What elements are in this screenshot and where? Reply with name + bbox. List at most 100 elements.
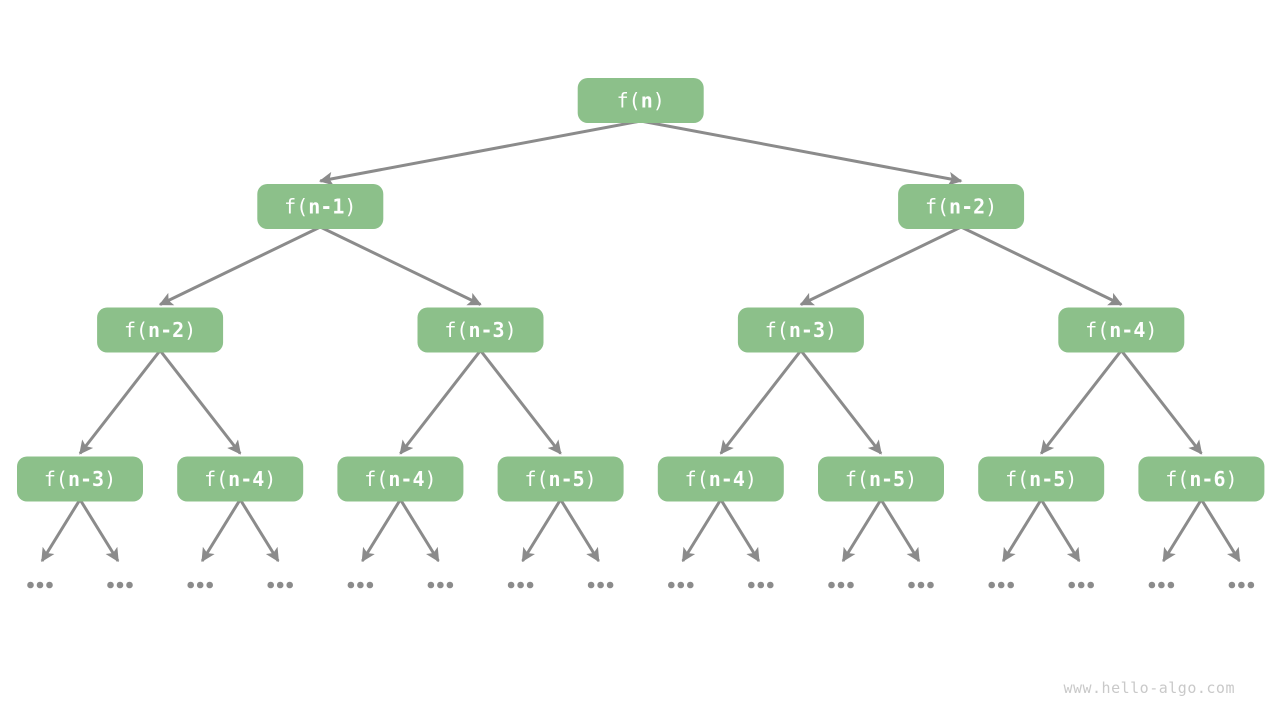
tree-nodes: f(n) f(n-1) f(n-2) f(n-2) f(n-3) f(n-3) f(n-4)… (17, 78, 1265, 502)
ellipsis-dot (917, 581, 925, 589)
tree-node-label: f(n-5) (1005, 467, 1077, 491)
ellipsis (587, 581, 614, 589)
ellipsis-dot (267, 581, 275, 589)
ellipsis (988, 581, 1014, 589)
ellipsis-dot (1077, 581, 1085, 589)
ellipsis-dot (927, 581, 934, 589)
ellipsis-dot (446, 581, 454, 589)
tree-node: f(n-2) (97, 307, 224, 353)
tree-node: f(n-5) (978, 456, 1105, 502)
tree-edge (841, 498, 883, 563)
tree-node-box (1138, 456, 1265, 502)
ellipsis-dot (828, 581, 835, 589)
tree-node: f(n-3) (417, 307, 544, 353)
tree-node: f(n) (577, 78, 704, 123)
tree-node-box (577, 78, 704, 123)
tree-edge (799, 349, 883, 455)
ellipsis-dot (206, 581, 213, 589)
tree-edge (1120, 349, 1203, 455)
ellipsis-dot (997, 581, 1005, 589)
ellipsis (668, 581, 694, 589)
ellipsis (347, 581, 374, 589)
ellipsis (1068, 581, 1094, 589)
ellipsis-dot (757, 581, 765, 589)
ellipsis-dot (427, 581, 435, 589)
ellipsis-dot (1148, 581, 1156, 589)
ellipsis-dot (357, 581, 364, 589)
ellipsis-dot (366, 581, 374, 589)
ellipsis-dot (606, 581, 614, 589)
ellipsis-dot (517, 581, 524, 589)
ellipsis (27, 581, 53, 589)
ellipsis-dot (847, 581, 854, 589)
tree-edge (640, 119, 963, 186)
ellipsis-dot (1228, 581, 1236, 589)
tree-node: f(n-4) (657, 456, 784, 502)
tree-node-box (978, 456, 1105, 502)
ellipsis-dot (187, 581, 194, 589)
tree-edge (318, 119, 641, 186)
ellipsis (507, 581, 534, 589)
tree-edge (799, 225, 962, 306)
ellipsis-dot (507, 581, 515, 589)
tree-node: f(n-4) (1058, 307, 1185, 353)
tree-edge (238, 498, 280, 563)
tree-node: f(n-4) (177, 456, 304, 502)
tree-edge (559, 498, 600, 563)
tree-node: f(n-2) (898, 184, 1025, 229)
ellipsis-dot (988, 581, 995, 589)
ellipsis-dot (1247, 581, 1255, 589)
ellipsis (267, 581, 294, 589)
tree-node: f(n-5) (497, 456, 624, 502)
ellipsis-dot (526, 581, 534, 589)
tree-node: f(n-6) (1138, 456, 1265, 502)
ellipsis-dot (107, 581, 114, 589)
ellipsis-dot (1007, 581, 1014, 589)
ellipsis-dot (196, 581, 204, 589)
tree-node-box (417, 307, 544, 353)
ellipsis (1148, 581, 1175, 589)
tree-node: f(n-4) (337, 456, 464, 502)
tree-node-label: f(n-1) (284, 195, 356, 219)
tree-edge (78, 349, 162, 455)
tree-node-box (898, 184, 1025, 229)
tree-edge (361, 498, 402, 563)
tree-node-box (1058, 307, 1185, 353)
tree-node: f(n-1) (257, 184, 384, 229)
tree-node-box (737, 307, 864, 353)
tree-edge (1001, 498, 1043, 563)
tree-node: f(n-3) (737, 307, 864, 353)
ellipsis-dot (36, 581, 44, 589)
tree-node-label: f(n-3) (444, 318, 516, 342)
tree-edge (399, 349, 482, 455)
ellipsis-dot (347, 581, 355, 589)
ellipsis (828, 581, 854, 589)
ellipsis-dot (276, 581, 284, 589)
tree-node-label: f(n-3) (765, 318, 837, 342)
tree-edge (1162, 498, 1203, 563)
ellipsis-dot (837, 581, 845, 589)
ellipsis (1228, 581, 1255, 589)
tree-edge (319, 225, 482, 306)
ellipsis (107, 581, 133, 589)
tree-node-label: f(n-4) (364, 467, 436, 491)
watermark: www.hello-algo.com (1063, 679, 1235, 697)
ellipsis-dot (1068, 581, 1075, 589)
tree-node-label: f(n-2) (925, 195, 997, 219)
ellipsis-dot (597, 581, 604, 589)
ellipsis-dot (1167, 581, 1175, 589)
tree-edge (1039, 498, 1081, 563)
tree-node-box (337, 456, 464, 502)
tree-edge (158, 349, 242, 455)
ellipsis-dot (116, 581, 124, 589)
tree-edge (40, 498, 82, 563)
ellipsis-dot (687, 581, 694, 589)
tree-node-label: f(n-4) (204, 467, 276, 491)
ellipsis-dot (748, 581, 755, 589)
ellipsis (748, 581, 774, 589)
tree-edge (158, 225, 321, 306)
tree-node-label: f(n-4) (1085, 318, 1157, 342)
tree-edge (521, 498, 562, 563)
